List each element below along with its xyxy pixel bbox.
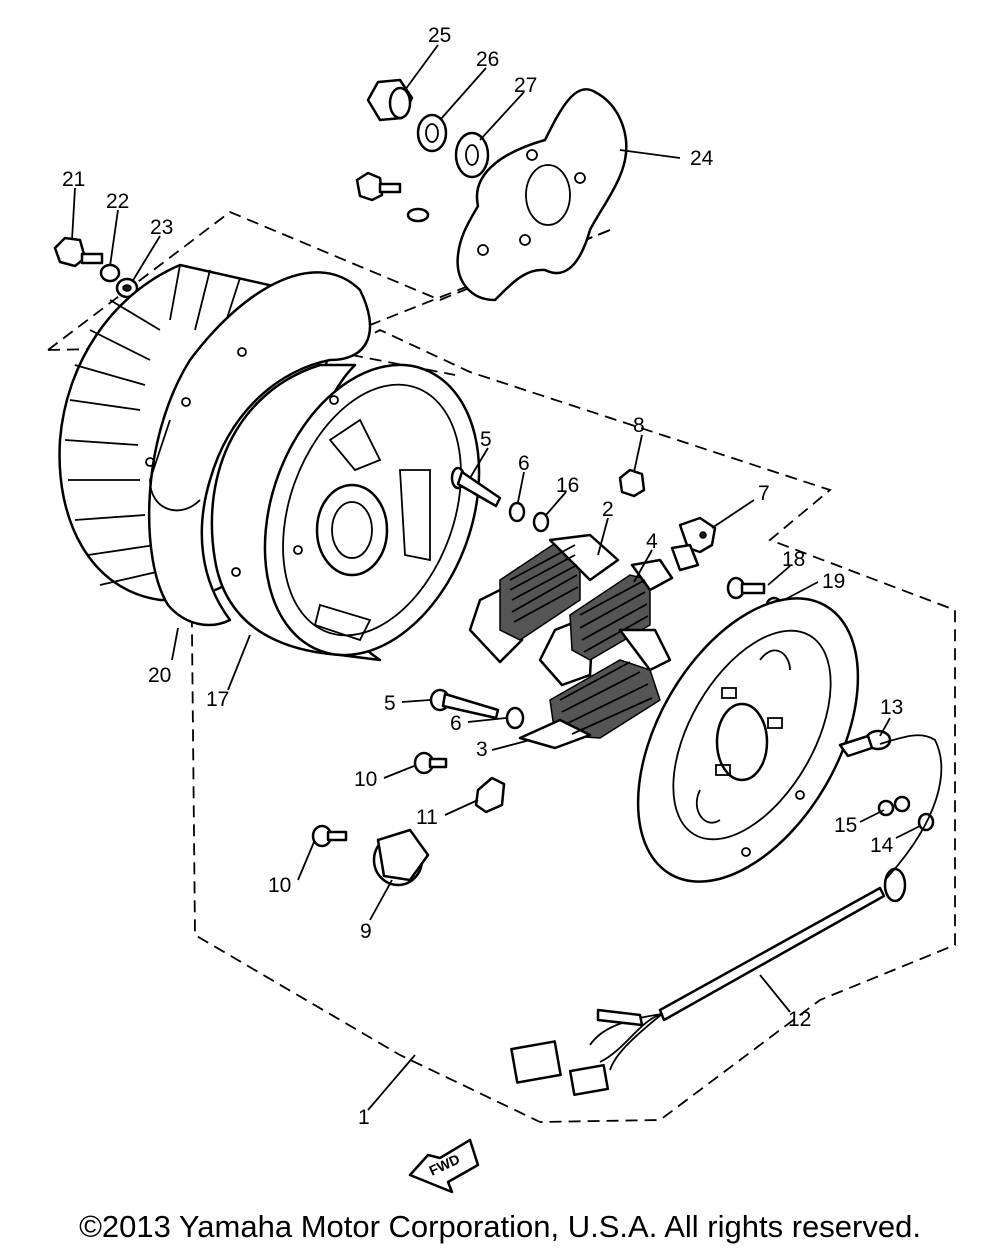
washer-6-lower: [505, 706, 525, 730]
copyright-notice: ©2013 Yamaha Motor Corporation, U.S.A. A…: [79, 1209, 921, 1244]
callout-7: 7: [758, 482, 770, 505]
wire-harness-12: [510, 734, 943, 1097]
screw-5-lower: [429, 688, 500, 720]
callout-4: 4: [646, 530, 658, 553]
callout-25: 25: [428, 24, 451, 47]
callout-20: 20: [148, 664, 171, 687]
callout-9: 9: [360, 920, 372, 943]
washer-6-upper: [508, 501, 526, 523]
callout-5-lower: 5: [384, 692, 396, 715]
coil-2: [468, 533, 620, 664]
callout-8: 8: [633, 414, 645, 437]
callout-19: 19: [822, 570, 845, 593]
leader-lines: [71, 44, 921, 1111]
callout-3: 3: [476, 738, 488, 761]
callout-16: 16: [556, 474, 579, 497]
callout-15: 15: [834, 814, 857, 837]
plate-24: [456, 88, 628, 302]
screw-10-lower: [311, 824, 348, 848]
callout-21: 21: [62, 168, 85, 191]
plate-bolt: [355, 171, 430, 223]
callout-14: 14: [870, 834, 894, 857]
callout-6-lower: 6: [450, 712, 462, 735]
screw-10-upper: [413, 751, 448, 775]
callout-27: 27: [514, 74, 537, 97]
condenser-9: [372, 828, 430, 887]
callout-10-upper: 10: [354, 768, 377, 791]
connector-11: [474, 776, 506, 814]
screw-8: [618, 468, 646, 498]
screw-5-upper: [450, 466, 502, 508]
coil-3: [518, 628, 672, 750]
screw-18: [726, 576, 766, 600]
bracket-7: [670, 516, 717, 572]
washer-22: [99, 263, 121, 283]
callout-11: 11: [416, 806, 438, 829]
callout-10-lower: 10: [268, 874, 291, 897]
base-plate: [636, 597, 860, 883]
callout-12: 12: [788, 1008, 811, 1031]
washer-27: [454, 131, 490, 179]
callout-1: 1: [358, 1106, 370, 1129]
fwd-arrow-icon: FWD: [408, 1138, 480, 1194]
callout-6-upper: 6: [518, 452, 530, 475]
callout-2: 2: [602, 498, 614, 521]
coil-4: [538, 558, 674, 687]
callout-18: 18: [782, 548, 805, 571]
bolt-21: [53, 236, 104, 268]
callout-24: 24: [690, 147, 714, 170]
washer-23: [115, 277, 139, 299]
washer-16: [532, 511, 550, 533]
callout-5-upper: 5: [480, 428, 492, 451]
exploded-parts-diagram: FWD 25 26 27 2: [47, 24, 956, 1194]
callout-labels: 25 26 27 24 21 22 23 5 6 16 2 4 8 7 18 1…: [62, 24, 903, 1129]
callout-17: 17: [206, 688, 229, 711]
screw-15: [877, 795, 911, 817]
nut-25: [366, 78, 414, 122]
callout-26: 26: [476, 48, 499, 71]
callout-13: 13: [880, 696, 903, 719]
spring-washer-26: [416, 113, 448, 153]
callout-22: 22: [106, 190, 129, 213]
flywheel-17: [210, 363, 481, 662]
callout-23: 23: [150, 216, 173, 239]
